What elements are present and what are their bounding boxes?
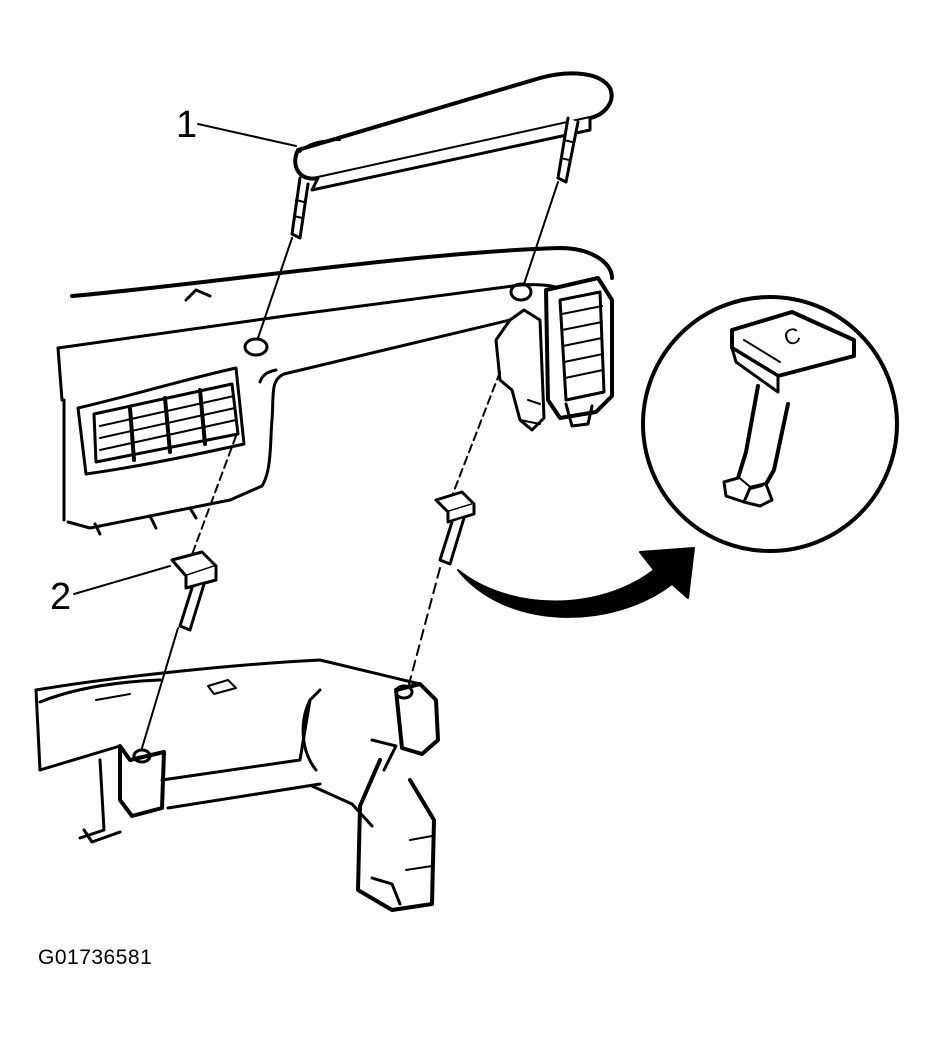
callout-1-leader [197,123,297,147]
retainer-clip-left [170,550,218,632]
left-air-vent [76,366,246,476]
detail-circle [641,295,899,553]
figure-id: G01736581 [38,946,153,969]
callout-2-label: 2 [50,576,72,618]
right-air-vent [544,276,614,428]
lower-dash-structure [34,658,440,912]
callout-2-leader [73,565,171,595]
upper-dash-panel [56,246,614,536]
detail-arrow [457,547,695,618]
alignment-lines [141,181,559,749]
detail-label: C [781,322,804,351]
retainer-clip-right [434,490,476,566]
grip-handle [290,71,614,240]
callout-1-label: 1 [176,104,198,146]
